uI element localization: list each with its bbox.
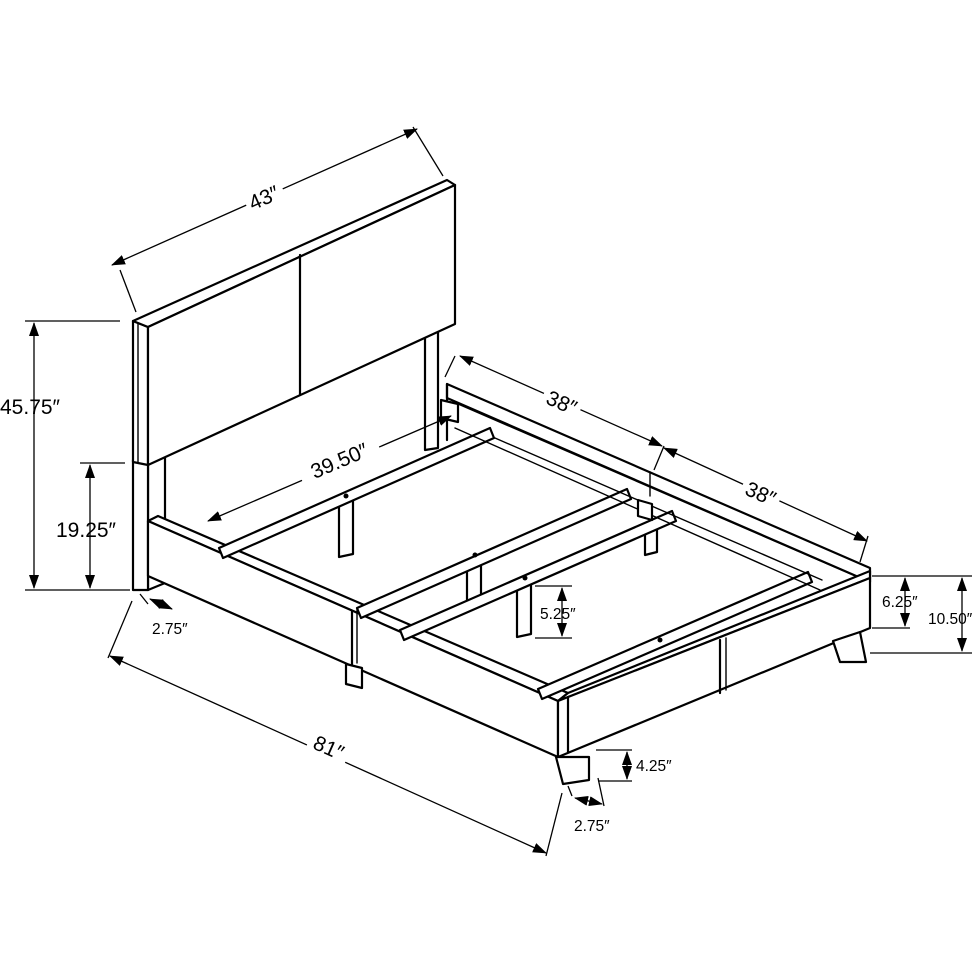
- label-total-height: 45.75″: [0, 396, 61, 419]
- label-headboard-leg-height: 19.25″: [56, 519, 117, 542]
- label-footboard-height: 10.50″: [928, 611, 973, 628]
- label-leg-height: 4.25″: [636, 758, 672, 775]
- bed-legs: [554, 630, 868, 786]
- label-center-support-height: 5.25″: [540, 606, 576, 623]
- dimension-lines: [25, 126, 972, 857]
- label-frame-height: 6.25″: [882, 594, 918, 611]
- footboard: [556, 569, 872, 759]
- label-headboard-leg-width: 2.75″: [152, 621, 188, 638]
- label-leg-width: 2.75″: [574, 818, 610, 835]
